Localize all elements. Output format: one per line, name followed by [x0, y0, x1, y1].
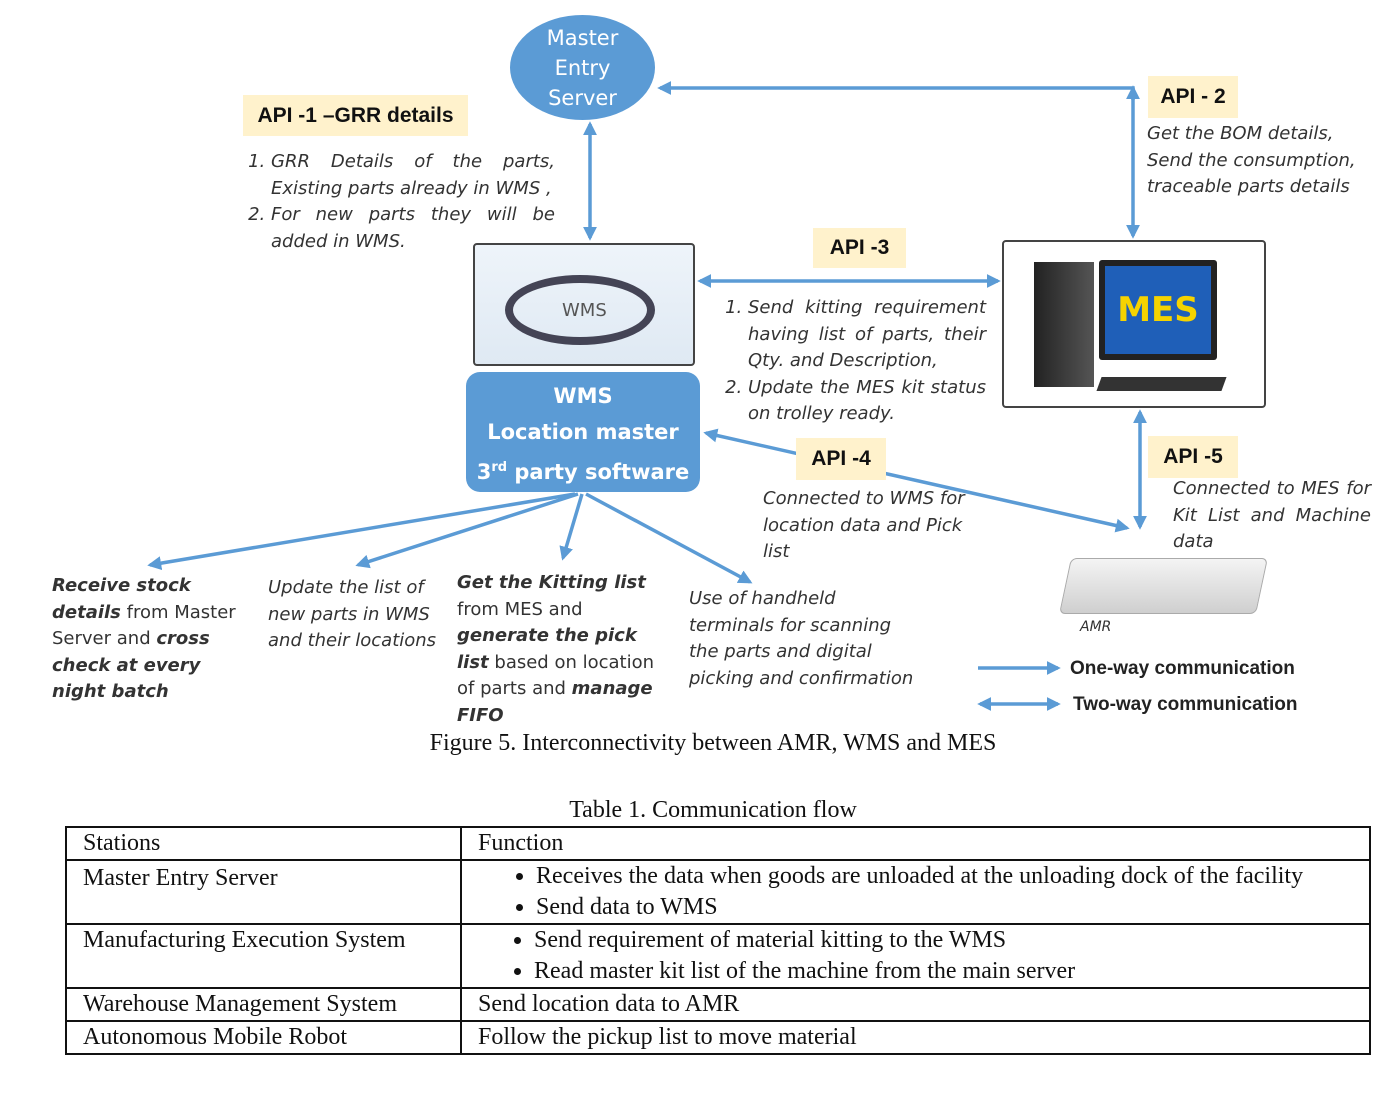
table-header-row: Stations Function: [65, 826, 1371, 861]
function-handheld: Use of handheld terminals for scanning t…: [689, 588, 914, 689]
arrow-to-kitting: [559, 493, 584, 561]
table-caption: Table 1. Communication flow: [569, 797, 857, 823]
communication-flow-table: Stations Function Master Entry Server Re…: [65, 826, 1371, 1055]
table-row: Warehouse Management System Send locatio…: [65, 987, 1371, 1022]
pc-tower-icon: [1034, 262, 1094, 387]
table-row: Master Entry Server Receives the data wh…: [65, 859, 1371, 925]
station-cell: Autonomous Mobile Robot: [65, 1020, 462, 1055]
api5-description: Connected to MES for Kit List and Machin…: [1173, 478, 1371, 552]
api3-item: Update the MES kit status on trolley rea…: [748, 375, 986, 428]
function-cell: Send requirement of material kitting to …: [460, 923, 1371, 989]
api1-item: For new parts they will be added in WMS.: [271, 202, 555, 255]
function-cell: Send location data to AMR: [460, 987, 1371, 1022]
function-cell: Receives the data when goods are unloade…: [460, 859, 1371, 925]
table-row: Manufacturing Execution System Send requ…: [65, 923, 1371, 989]
function-update-parts: Update the list of new parts in WMS and …: [268, 577, 437, 651]
arrow-to-receive: [147, 492, 576, 571]
amr-robot-image: [1059, 558, 1268, 614]
api2-line: Send the consumption,: [1147, 149, 1356, 171]
api1-label: API -1 –GRR details: [243, 95, 468, 136]
api1-item: GRR Details of the parts, Existing parts…: [271, 149, 555, 202]
api5-label: API -5: [1148, 436, 1238, 478]
wms-cycle-icon: [505, 275, 655, 345]
mes-image-label: MES: [1117, 290, 1199, 330]
arrows-layer: [147, 81, 1147, 711]
api3-item: Send kitting requirement having list of …: [748, 295, 986, 375]
wms-illustration: WMS: [473, 243, 695, 366]
amr-label: AMR: [1080, 619, 1112, 635]
header-stations: Stations: [65, 826, 462, 861]
api2-line: traceable parts details: [1147, 176, 1350, 197]
function-cell: Follow the pickup list to move material: [460, 1020, 1371, 1055]
station-cell: Master Entry Server: [65, 859, 462, 925]
figure-caption: Figure 5. Interconnectivity between AMR,…: [429, 730, 997, 756]
function-kitting: Get the Kitting list from MES and genera…: [457, 572, 655, 726]
arrow-wms-amr: [703, 428, 1130, 533]
keyboard-icon: [1096, 377, 1227, 391]
wms-title: WMS: [553, 384, 613, 408]
legend-two-way: Two-way communication: [1073, 694, 1298, 715]
arrow-to-update: [355, 492, 579, 569]
mes-illustration: MES: [1002, 240, 1266, 408]
api2-description: Get the BOM details, Send the consumptio…: [1147, 121, 1387, 201]
api4-description: Connected to WMS for location data and P…: [763, 488, 965, 562]
master-entry-server-node: Master Entry Server: [510, 15, 655, 120]
api1-description: GRR Details of the parts, Existing parts…: [243, 149, 555, 255]
legend-one-way: One-way communication: [1070, 658, 1295, 679]
api2-line: Get the BOM details,: [1147, 123, 1334, 144]
api3-description: Send kitting requirement having list of …: [720, 295, 986, 428]
master-line-1: Master: [546, 25, 619, 50]
function-bullet: Read master kit list of the machine from…: [534, 956, 1353, 987]
master-line-2: Entry: [554, 55, 611, 80]
function-bullet: Receives the data when goods are unloade…: [536, 861, 1353, 892]
header-function: Function: [460, 826, 1371, 861]
station-cell: Warehouse Management System: [65, 987, 462, 1022]
function-receive-stock: Receive stock details from Master Server…: [52, 575, 236, 702]
station-cell: Manufacturing Execution System: [65, 923, 462, 989]
table-row: Autonomous Mobile Robot Follow the picku…: [65, 1020, 1371, 1055]
wms-subtitle: Location master: [487, 420, 679, 444]
arrow-to-handheld: [585, 492, 753, 584]
api2-label: API - 2: [1148, 76, 1238, 118]
master-line-3: Server: [548, 85, 617, 110]
function-bullet: Send requirement of material kitting to …: [534, 925, 1353, 956]
wms-software: 3rd party software: [476, 460, 690, 484]
monitor-icon: MES: [1099, 260, 1217, 360]
wms-image-label: WMS: [562, 300, 607, 321]
wms-location-master-box: WMS Location master 3rd party software: [466, 372, 700, 492]
function-bullet: Send data to WMS: [536, 892, 1353, 923]
api4-label: API -4: [796, 438, 886, 480]
api3-label: API -3: [813, 228, 906, 268]
arrow-master-api2: [657, 81, 1140, 239]
